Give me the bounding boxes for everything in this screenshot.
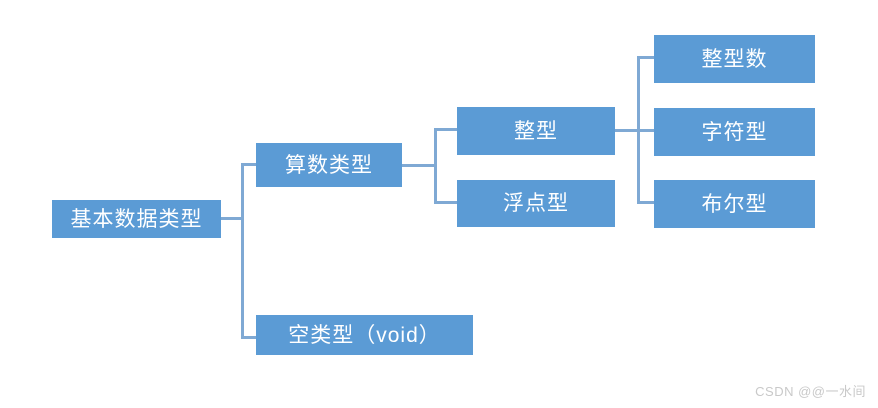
connector-arithmetic-trunk <box>434 128 437 204</box>
connector-integer-to-boolean <box>637 201 656 204</box>
connector-integer-stub <box>615 129 639 132</box>
node-character-type: 字符型 <box>654 108 815 156</box>
node-integer-type: 整型 <box>457 107 615 155</box>
connector-arithmetic-to-integer <box>434 128 459 131</box>
connector-integer-to-character <box>637 129 656 132</box>
connector-root-stub <box>221 217 243 220</box>
connector-integer-to-integer-number <box>637 56 656 59</box>
connector-root-trunk <box>241 163 244 339</box>
watermark: CSDN @@一水间 <box>755 384 866 399</box>
connector-root-to-arithmetic <box>241 163 258 166</box>
node-float-type: 浮点型 <box>457 180 615 227</box>
connector-root-to-void <box>241 336 258 339</box>
connector-arithmetic-to-float <box>434 201 459 204</box>
node-boolean-type: 布尔型 <box>654 180 815 228</box>
node-void-type: 空类型（void） <box>256 315 473 355</box>
node-basic-data-type: 基本数据类型 <box>52 200 221 238</box>
node-arithmetic-type: 算数类型 <box>256 143 402 187</box>
node-integer-number-type: 整型数 <box>654 35 815 83</box>
connector-arithmetic-stub <box>402 164 436 167</box>
